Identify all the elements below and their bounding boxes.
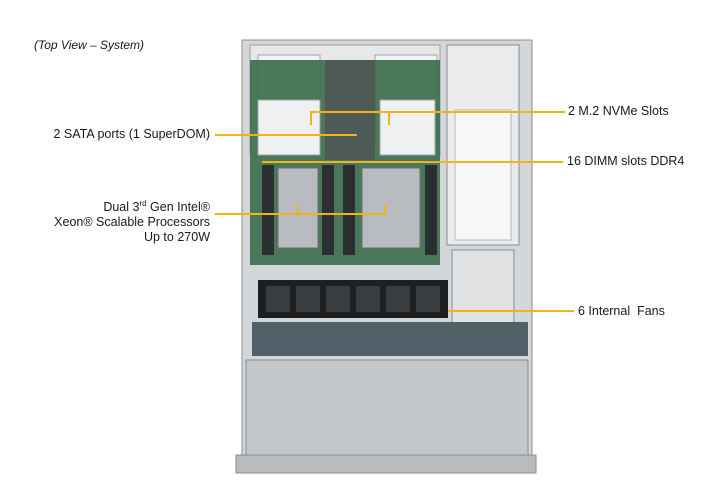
sata-leader-line (215, 134, 357, 136)
nvme-leader-line (310, 111, 565, 113)
fans-callout: 6 Internal Fans (578, 304, 665, 318)
figure-caption: (Top View – System) (34, 38, 145, 52)
cpu-callout-line1-b: Gen Intel® (146, 200, 210, 215)
nvme-callout: 2 M.2 NVMe Slots (568, 104, 669, 118)
cpu-leader-tick-left (297, 205, 299, 215)
nvme-leader-tick-right (388, 111, 390, 125)
dimm-callout: 16 DIMM slots DDR4 (567, 154, 685, 168)
cpu-callout-line1-sup: rd (139, 199, 147, 208)
sata-callout: 2 SATA ports (1 SuperDOM) (53, 127, 210, 141)
cpu-callout-line3: Up to 270W (143, 230, 210, 245)
cpu-callout-line1-a: Dual 3 (103, 200, 140, 215)
dimm-leader-line (262, 161, 563, 163)
cpu-callout-line2: Xeon® Scalable Processors (54, 215, 210, 230)
cpu-leader-line (215, 213, 385, 215)
nvme-leader-tick-left (310, 111, 312, 125)
cpu-leader-tick-right (384, 205, 386, 215)
fans-leader-line (448, 310, 574, 312)
cpu-callout: Dual 3rd Gen Intel® Xeon® Scalable Proce… (20, 196, 210, 245)
